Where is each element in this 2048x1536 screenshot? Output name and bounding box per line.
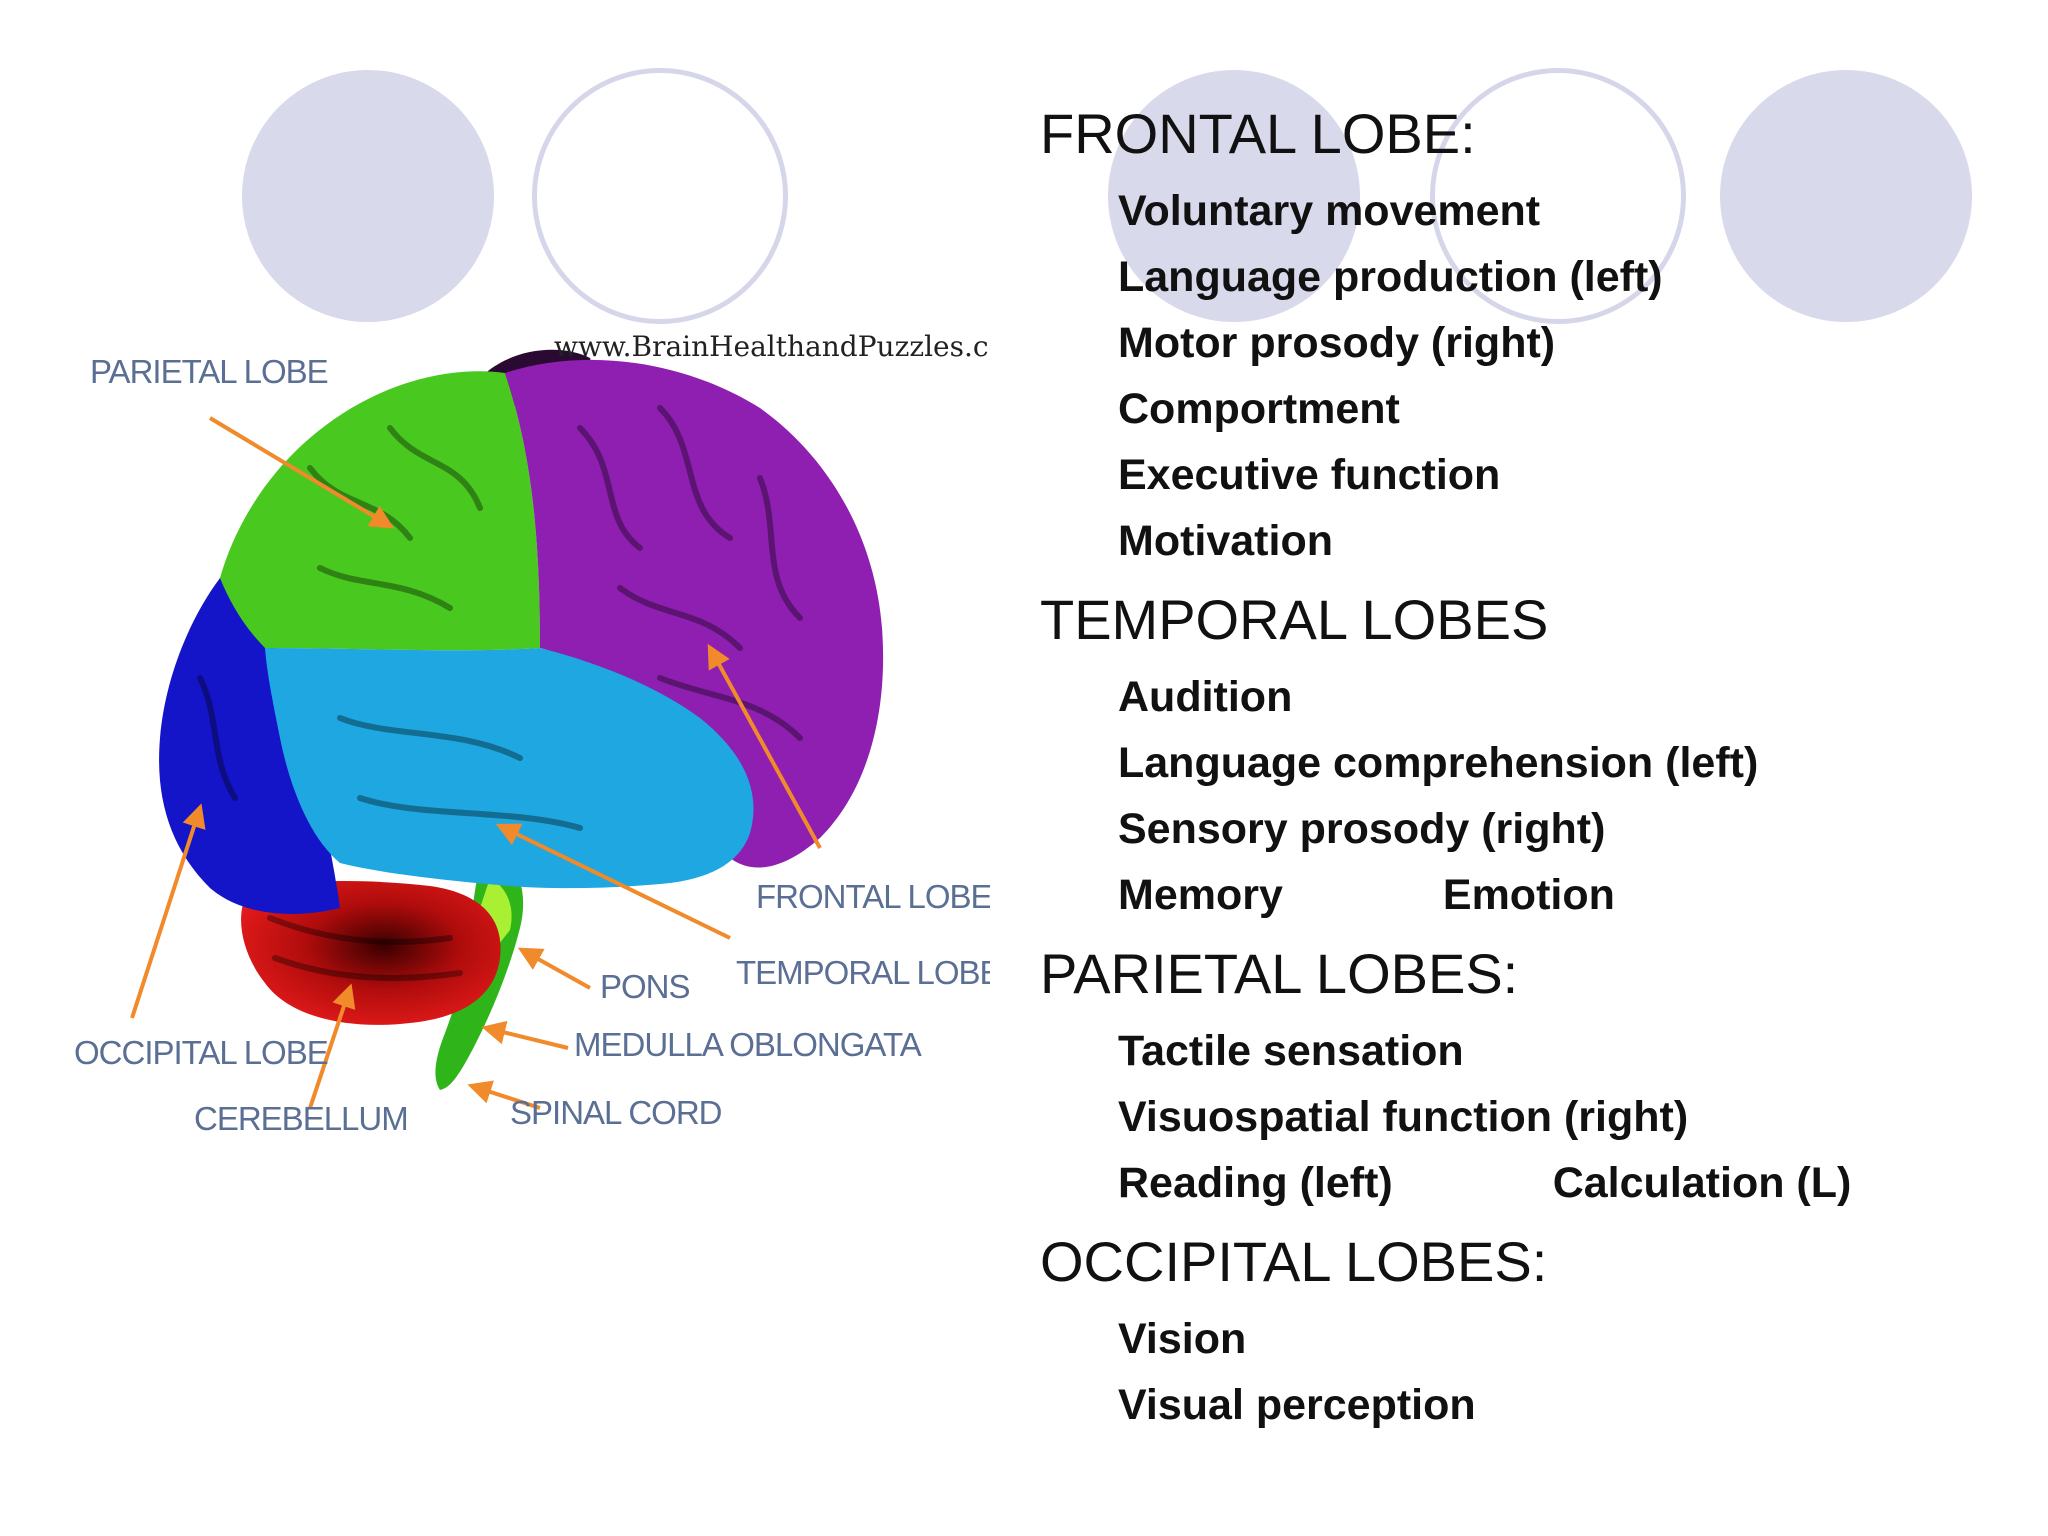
decor-circle-2 (532, 68, 788, 324)
function-item: Tactile sensation (1118, 1018, 2000, 1084)
function-item: Visual perception (1118, 1372, 2000, 1438)
function-item: Motivation (1118, 508, 2000, 574)
function-text: Executive function (1118, 451, 1501, 499)
occipital-lobe (159, 578, 340, 914)
label-cerebellum: CEREBELLUM (194, 1100, 408, 1137)
function-text: Calculation (L) (1552, 1159, 1852, 1207)
label-parietal-lobe: PARIETAL LOBE (90, 353, 328, 390)
function-text: Visuospatial function (right) (1118, 1093, 1689, 1141)
function-item: Comportment (1118, 376, 2000, 442)
label-frontal-lobe: FRONTAL LOBE (756, 878, 990, 915)
section-title: FRONTAL LOBE: (1040, 102, 1476, 165)
decor-circle-1 (242, 70, 494, 322)
decor-circle-5 (1720, 70, 1972, 322)
function-item: Visuospatial function (right) (1118, 1084, 2000, 1150)
function-text: Visual perception (1118, 1381, 1476, 1429)
function-text: Motor prosody (right) (1118, 319, 1556, 367)
section-title: TEMPORAL LOBES (1040, 588, 1549, 651)
label-temporal-lobe: TEMPORAL LOBE (736, 954, 990, 991)
function-text: Language production (left) (1118, 253, 1663, 301)
decor-circle-3 (1108, 70, 1360, 322)
function-item: Motor prosody (right) (1118, 310, 2000, 376)
brain-diagram: www.BrainHealthandPuzzles.com PARIETAL L… (60, 318, 990, 1178)
function-item: Language comprehension (left) (1118, 730, 2000, 796)
function-item: Executive function (1118, 442, 2000, 508)
function-item: Reading (left) Calculation (L) (1118, 1150, 2000, 1216)
section-title: OCCIPITAL LOBES: (1040, 1230, 1548, 1293)
section-title: PARIETAL LOBES: (1040, 942, 1519, 1005)
function-text: Reading (left) (1118, 1159, 1393, 1207)
function-item: Sensory prosody (right) (1118, 796, 2000, 862)
function-item: Audition (1118, 664, 2000, 730)
function-text: Voluntary movement (1118, 187, 1541, 235)
function-text: Emotion (1442, 871, 1615, 919)
function-item: Language production (left) (1118, 244, 2000, 310)
function-text: Vision (1118, 1315, 1247, 1363)
frontal-lobe (505, 359, 884, 868)
function-text: Audition (1118, 673, 1293, 721)
temporal-lobe (265, 648, 754, 889)
function-text: Memory (1118, 871, 1283, 919)
function-text: Tactile sensation (1118, 1027, 1464, 1075)
label-spinal-cord: SPINAL CORD (510, 1094, 722, 1131)
function-text: Sensory prosody (right) (1118, 805, 1606, 853)
function-item: Voluntary movement (1118, 178, 2000, 244)
function-text: Motivation (1118, 517, 1333, 565)
label-medulla-oblongata: MEDULLA OBLONGATA (574, 1026, 922, 1063)
cerebellum (241, 881, 501, 1025)
decor-circle-4 (1430, 68, 1686, 324)
function-text: Comportment (1118, 385, 1400, 433)
function-item: Memory Emotion (1118, 862, 2000, 928)
function-item: Vision (1118, 1306, 2000, 1372)
source-url: www.BrainHealthandPuzzles.com (554, 330, 990, 363)
label-pons: PONS (600, 968, 690, 1005)
label-occipital-lobe: OCCIPITAL LOBE (74, 1034, 328, 1071)
function-text: Language comprehension (left) (1118, 739, 1759, 787)
